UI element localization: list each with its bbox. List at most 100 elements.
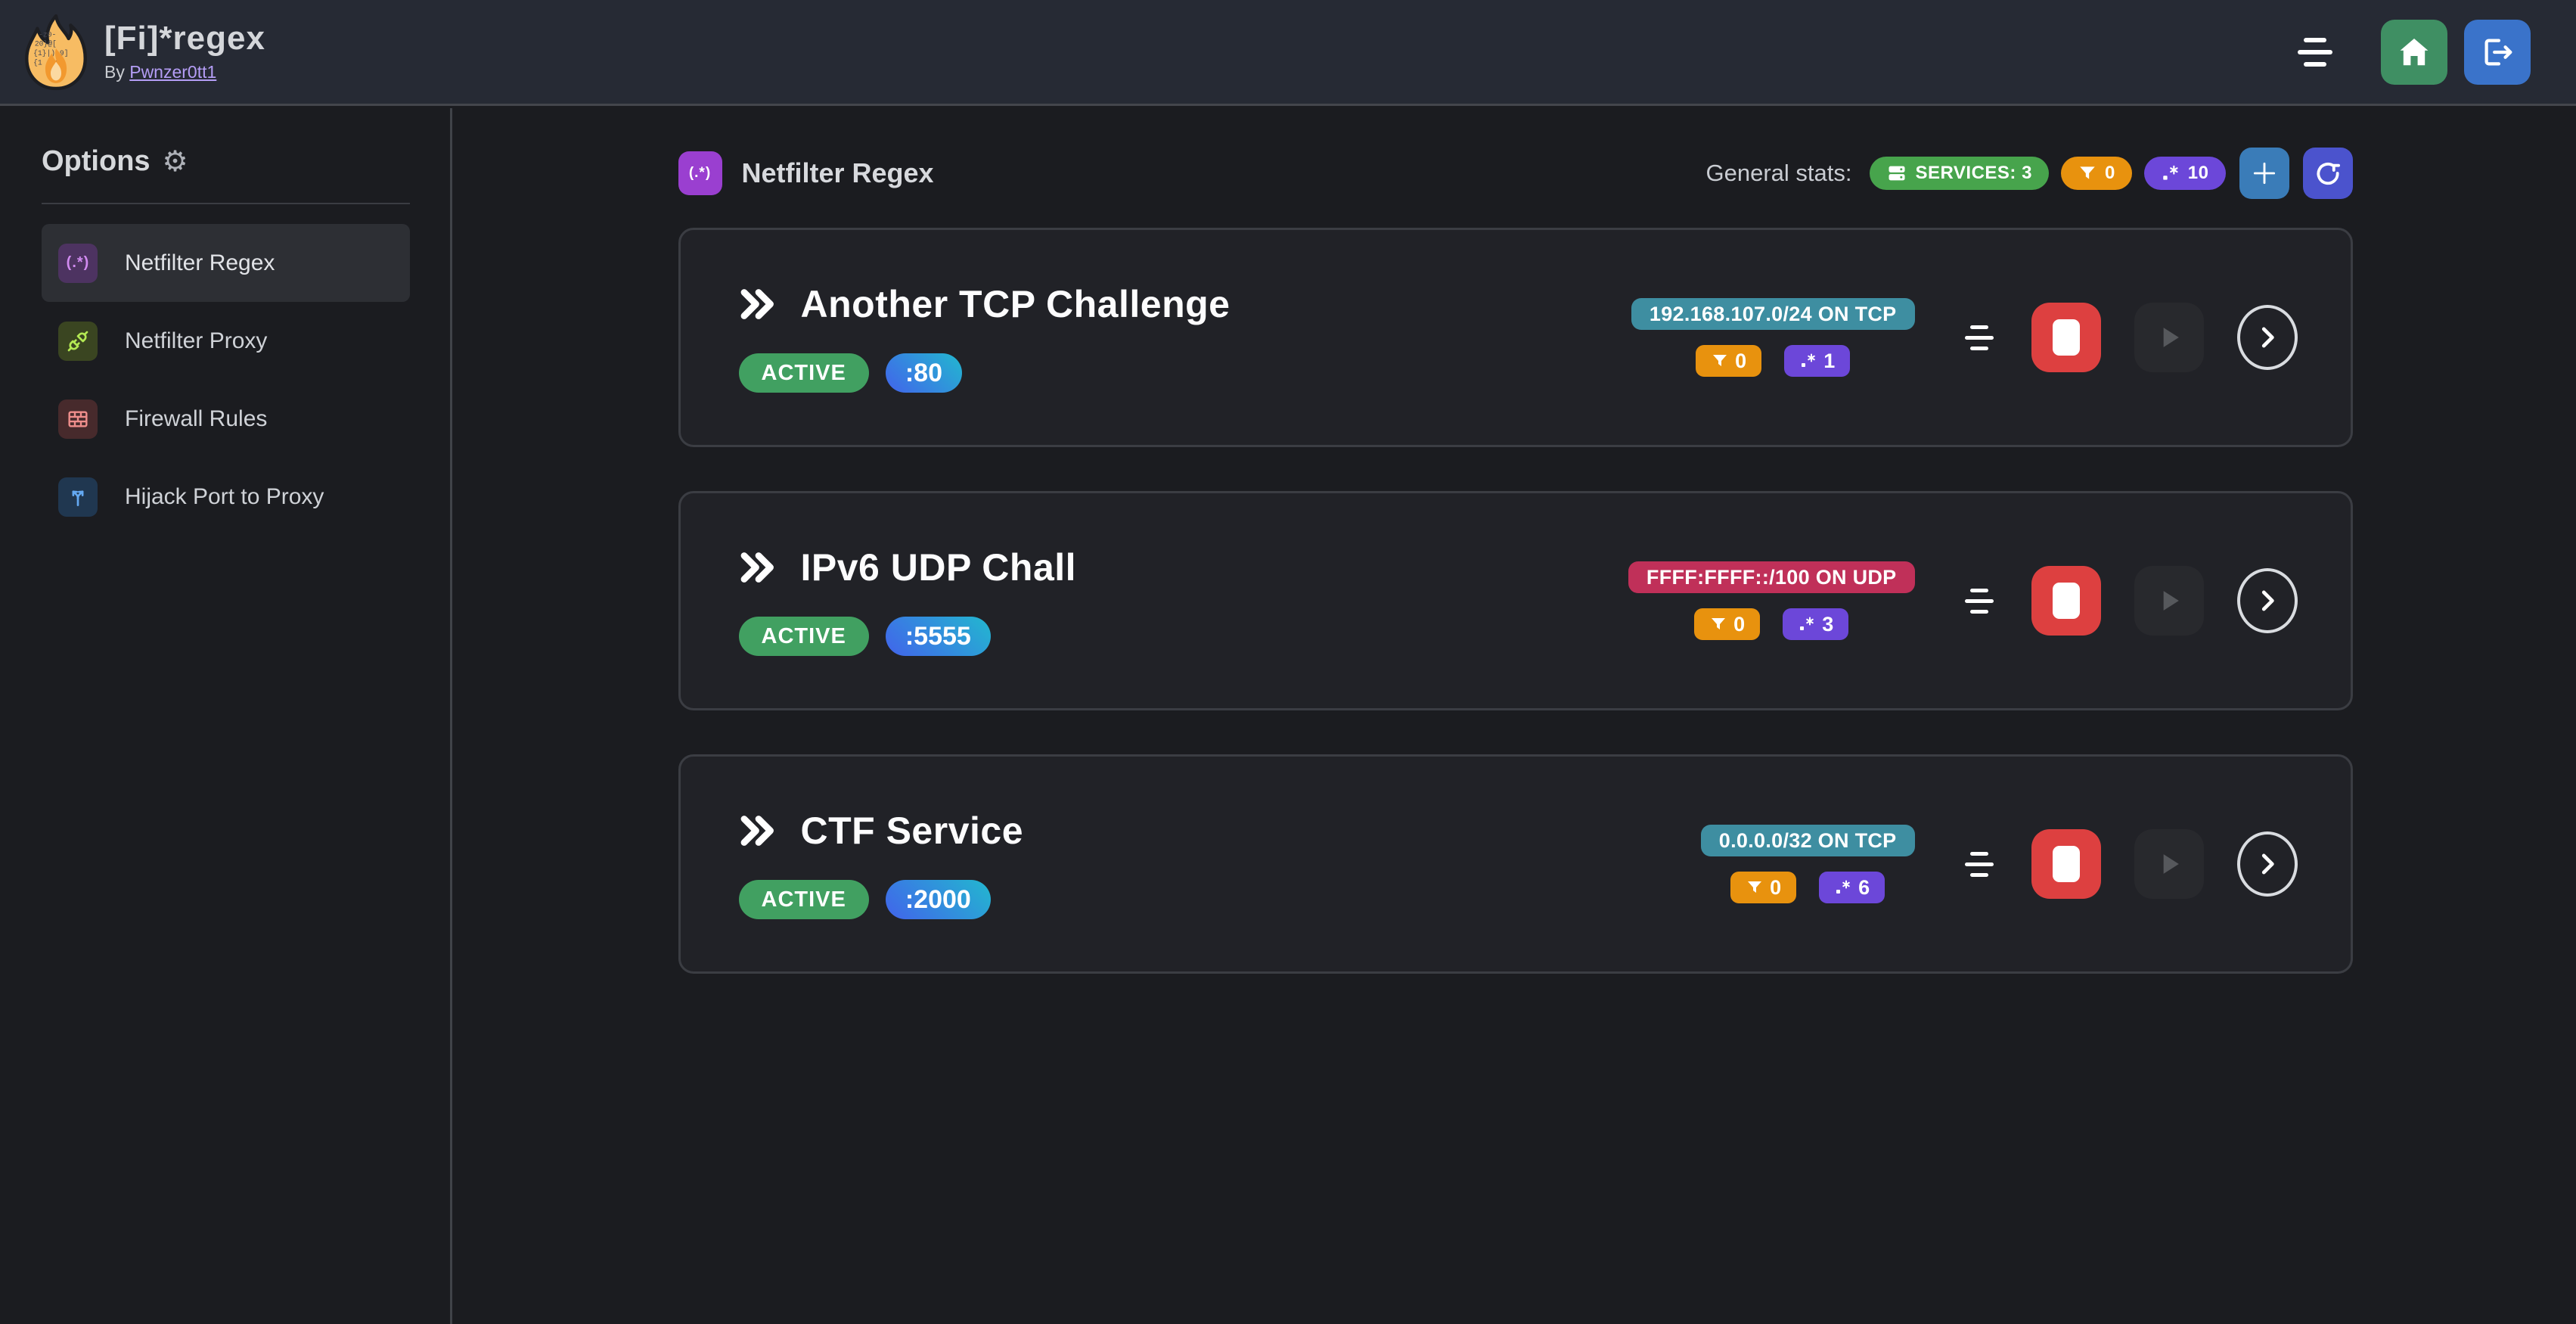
app-title: [Fi]*regex xyxy=(104,20,265,57)
sidebar-item-netfilter-proxy[interactable]: Netfilter Proxy xyxy=(42,302,410,380)
service-card: IPv6 UDP Chall ACTIVE :5555 FFFF:FFFF::/… xyxy=(678,491,2353,710)
start-service-button[interactable] xyxy=(2134,566,2204,636)
regexes-count-badge: 10 xyxy=(2143,157,2226,190)
regex-glyph-icon xyxy=(1802,353,1815,367)
services-count-badge: SERVICES: 3 xyxy=(1870,157,2049,190)
sidebar-item-label: Netfilter Regex xyxy=(125,250,275,275)
chevron-right-icon xyxy=(2261,853,2274,875)
service-card: CTF Service ACTIVE :2000 0.0.0.0/32 ON T… xyxy=(678,754,2353,974)
sidebar-item-hijack-port[interactable]: Hijack Port to Proxy xyxy=(42,458,410,536)
filters-badge: 0 xyxy=(1694,608,1761,640)
stop-service-button[interactable] xyxy=(2031,303,2101,372)
flame-logo: -z0- 20}@[ {1}|)-9] {1 - z] xyxy=(25,14,87,90)
service-menu-icon[interactable] xyxy=(1960,321,1998,355)
target-badge: 0.0.0.0/32 ON TCP xyxy=(1700,825,1915,856)
target-cluster: FFFF:FFFF::/100 ON UDP 0 xyxy=(1628,561,1915,640)
general-stats-label: General stats: xyxy=(1705,160,1852,186)
home-icon xyxy=(2400,38,2429,65)
service-menu-icon[interactable] xyxy=(1960,584,1998,618)
refresh-button[interactable] xyxy=(2302,148,2353,199)
start-service-button[interactable] xyxy=(2134,303,2204,372)
service-info: CTF Service ACTIVE :2000 xyxy=(738,809,1701,919)
align-menu-icon[interactable] xyxy=(2298,37,2332,67)
filters-badge: 0 xyxy=(1730,872,1797,903)
regexes-count: 3 xyxy=(1822,612,1834,636)
filters-count-badge: 0 xyxy=(2060,157,2132,190)
regex-glyph-icon xyxy=(1836,880,1850,894)
svg-text:{1}|)-9]: {1}|)-9] xyxy=(33,48,68,57)
main-area: (.*) Netfilter Regex General stats: SERV… xyxy=(455,108,2576,1324)
sidebar-item-netfilter-regex[interactable]: (.*) Netfilter Regex xyxy=(42,224,410,302)
service-controls: 0.0.0.0/32 ON TCP 0 6 xyxy=(1700,825,2298,903)
app-header: -z0- 20}@[ {1}|)-9] {1 - z] [Fi]*regex B… xyxy=(0,0,2576,106)
target-cluster: 192.168.107.0/24 ON TCP 0 xyxy=(1631,298,1915,377)
regexes-badge: 1 xyxy=(1784,345,1851,377)
gear-icon: ⚙ xyxy=(162,146,188,178)
filter-icon xyxy=(1712,618,1726,629)
target-cluster: 0.0.0.0/32 ON TCP 0 6 xyxy=(1700,825,1915,903)
service-controls: 192.168.107.0/24 ON TCP 0 xyxy=(1631,298,2298,377)
open-service-button[interactable] xyxy=(2236,831,2298,897)
split-arrows-icon xyxy=(58,477,98,517)
filter-icon xyxy=(2080,166,2095,179)
sidebar-nav: (.*) Netfilter Regex Netfilter Proxy xyxy=(42,224,410,536)
open-service-button[interactable] xyxy=(2236,568,2298,633)
sidebar-item-firewall-rules[interactable]: Firewall Rules xyxy=(42,380,410,458)
brick-wall-icon xyxy=(58,399,98,439)
service-list: Another TCP Challenge ACTIVE :80 192.168… xyxy=(678,228,2353,974)
svg-text:20}@[: 20}@[ xyxy=(35,39,57,48)
regexes-badge: 3 xyxy=(1783,608,1849,640)
section-title: Netfilter Regex xyxy=(741,157,934,188)
options-heading-label: Options xyxy=(42,145,151,177)
filters-count-label: 0 xyxy=(2104,163,2115,183)
stop-icon xyxy=(2052,583,2080,619)
open-service-button[interactable] xyxy=(2236,305,2298,370)
status-badge: ACTIVE xyxy=(738,353,869,393)
port-badge: :5555 xyxy=(885,617,991,656)
options-heading: Options ⚙ xyxy=(42,145,410,179)
status-badge: ACTIVE xyxy=(738,617,869,656)
svg-text:-z0-: -z0- xyxy=(39,30,56,39)
double-chevron-icon xyxy=(740,289,774,319)
chevron-right-icon xyxy=(2261,590,2274,611)
service-title: CTF Service xyxy=(800,810,1024,852)
service-info: IPv6 UDP Chall ACTIVE :5555 xyxy=(738,545,1628,656)
start-service-button[interactable] xyxy=(2134,829,2204,899)
target-badge: FFFF:FFFF::/100 ON UDP xyxy=(1628,561,1915,593)
stop-service-button[interactable] xyxy=(2031,566,2101,636)
services-count-label: SERVICES: 3 xyxy=(1915,163,2032,183)
target-badge: 192.168.107.0/24 ON TCP xyxy=(1631,298,1915,330)
service-info: Another TCP Challenge ACTIVE :80 xyxy=(738,282,1631,393)
filter-icon xyxy=(1713,355,1727,366)
filter-icon xyxy=(1748,881,1762,893)
service-menu-icon[interactable] xyxy=(1960,847,1998,881)
regex-glyph-icon xyxy=(1800,617,1814,630)
regex-icon: (.*) xyxy=(58,243,98,283)
filters-count: 0 xyxy=(1770,875,1782,899)
regex-section-icon: (.*) xyxy=(678,151,722,195)
double-chevron-icon xyxy=(740,816,774,846)
logout-button[interactable] xyxy=(2464,19,2531,85)
section-toolbar: (.*) Netfilter Regex General stats: SERV… xyxy=(678,143,2353,204)
port-badge: :2000 xyxy=(885,880,991,919)
play-icon xyxy=(2163,328,2179,347)
port-badge: :80 xyxy=(885,353,962,393)
sidebar-divider xyxy=(42,203,410,204)
brand: [Fi]*regex By Pwnzer0tt1 xyxy=(104,21,265,82)
regexes-count-label: 10 xyxy=(2187,163,2209,183)
add-service-button[interactable] xyxy=(2239,148,2289,199)
double-chevron-icon xyxy=(740,552,774,583)
play-icon xyxy=(2163,591,2179,611)
service-card: Another TCP Challenge ACTIVE :80 192.168… xyxy=(678,228,2353,447)
server-icon xyxy=(1889,166,1905,181)
sidebar-item-label: Firewall Rules xyxy=(125,406,268,431)
plug-icon xyxy=(58,321,98,361)
stop-icon xyxy=(2052,846,2080,882)
stop-icon xyxy=(2052,319,2080,356)
home-button[interactable] xyxy=(2381,19,2447,85)
regexes-count: 6 xyxy=(1858,875,1870,899)
stop-service-button[interactable] xyxy=(2031,829,2101,899)
service-title: Another TCP Challenge xyxy=(800,283,1231,325)
byline-prefix: By xyxy=(104,61,125,82)
author-link[interactable]: Pwnzer0tt1 xyxy=(129,61,217,82)
